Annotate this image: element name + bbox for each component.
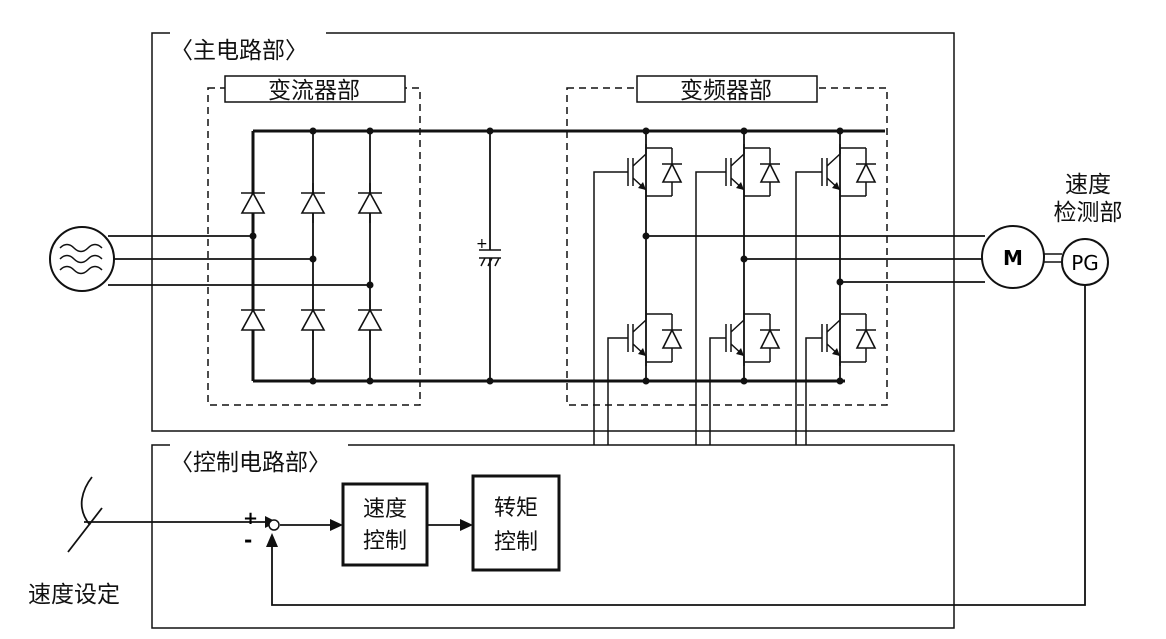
motor: M — [981, 225, 1062, 289]
control-circuit-title: 〈控制电路部〉 — [170, 450, 331, 476]
dc-link-capacitor: + — [476, 127, 501, 385]
inverter-label: 变频器部 — [680, 78, 772, 104]
torque-control-block — [471, 474, 561, 572]
capacitor-plus-sign: + — [476, 236, 488, 252]
encoder: PG — [1061, 238, 1109, 286]
sum-minus-sign: - — [244, 528, 252, 552]
encoder-label: PG — [1071, 251, 1099, 275]
ac-source — [49, 226, 370, 292]
ac-source-icon — [49, 226, 115, 292]
converter-label-box — [224, 75, 406, 103]
speed-control-label-line1: 速度 — [363, 497, 407, 522]
speed-detection-label-line2: 检测部 — [1054, 200, 1123, 226]
torque-control-label-line1: 转矩 — [494, 496, 538, 521]
torque-control-label-line2: 控制 — [494, 530, 538, 555]
speed-setting-input: 速度设定 — [28, 476, 277, 608]
motor-icon — [981, 225, 1045, 289]
inverter-bridge — [627, 127, 985, 385]
inverter-label-box — [636, 75, 818, 103]
speed-feedback-line — [266, 285, 1086, 606]
speed-setting-label: 速度设定 — [28, 582, 120, 608]
converter-label: 变流器部 — [268, 78, 360, 104]
sum-plus-sign: + — [243, 508, 258, 529]
speed-control-block — [341, 482, 429, 567]
speed-detection-label-line1: 速度 — [1065, 172, 1111, 198]
speed-control-label-line2: 控制 — [363, 529, 407, 554]
summing-junction: + - — [243, 508, 343, 552]
main-circuit-title: 〈主电路部〉 — [170, 38, 308, 64]
motor-label: M — [1003, 246, 1023, 270]
